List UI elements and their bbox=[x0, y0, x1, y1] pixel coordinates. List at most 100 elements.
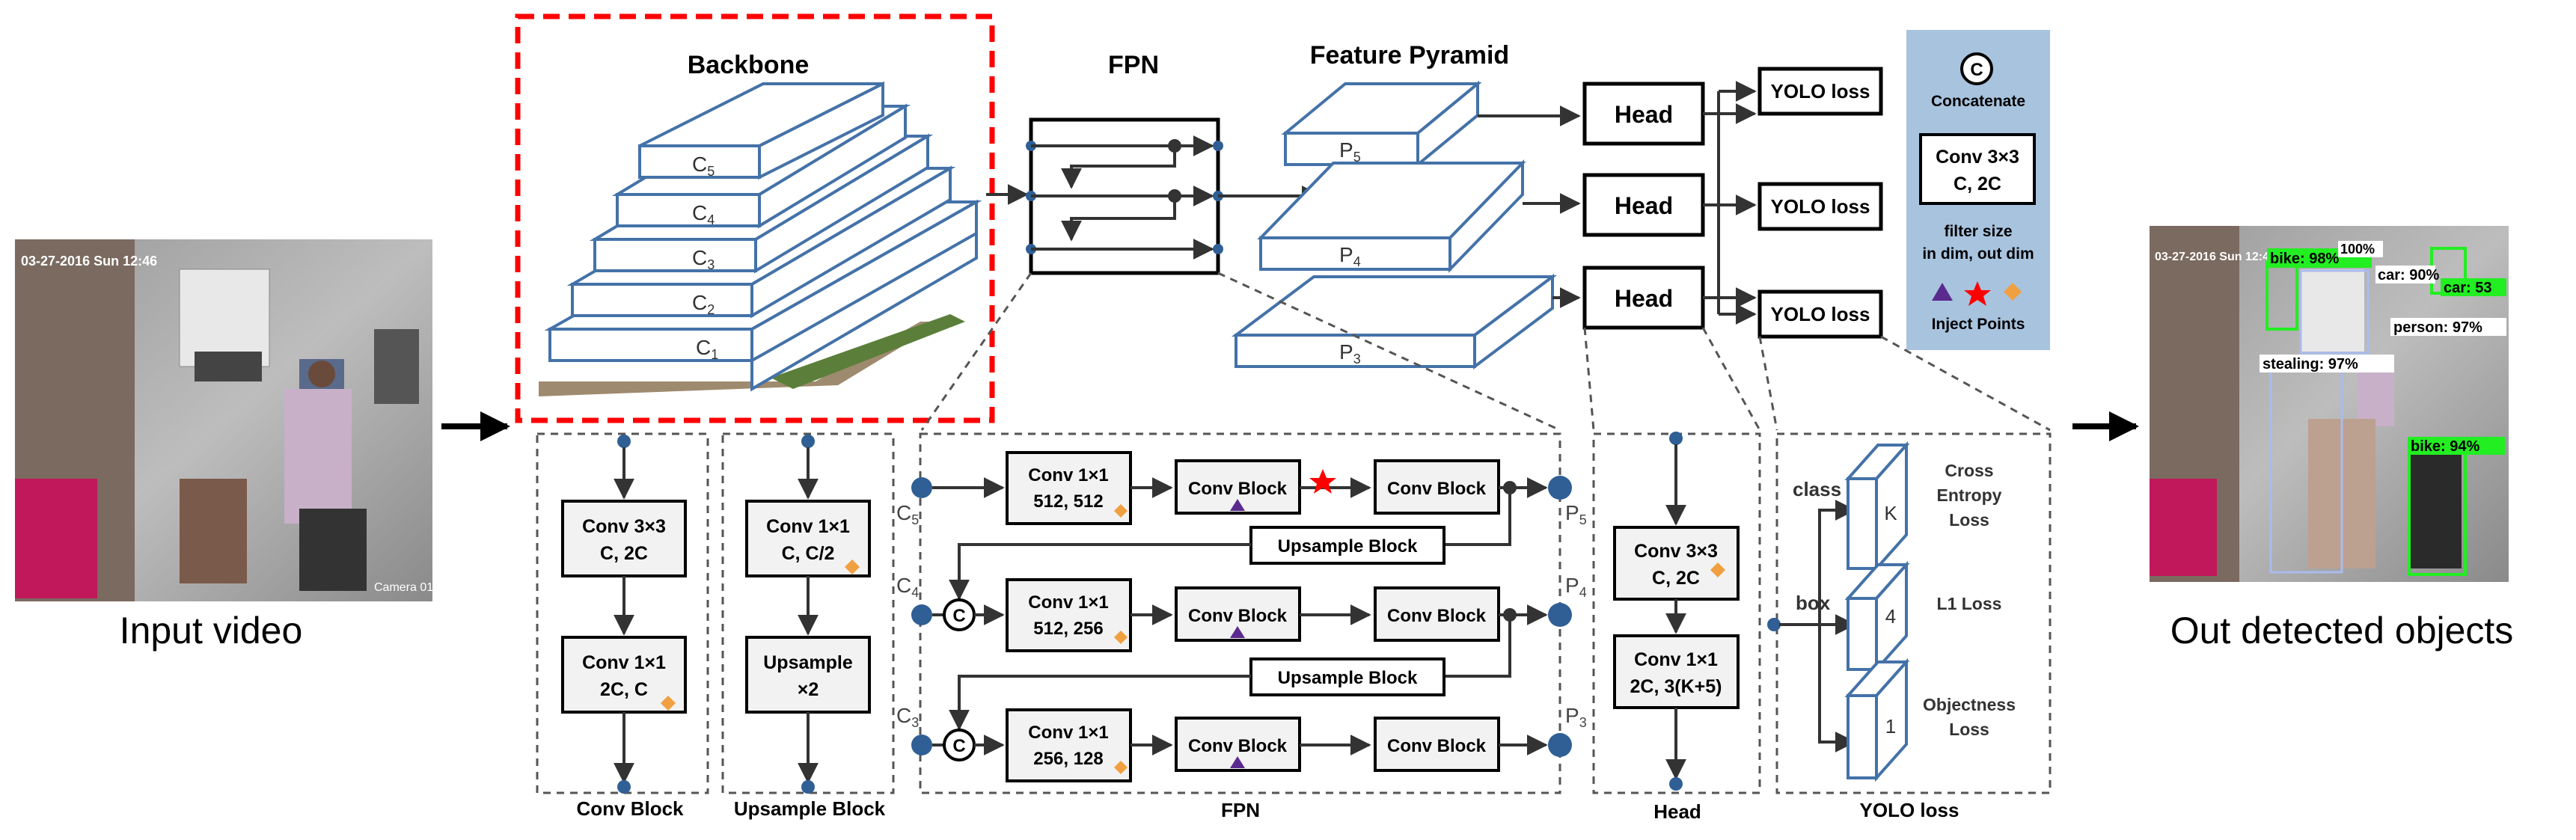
svg-text:Objectness: Objectness bbox=[1923, 695, 2016, 714]
svg-text:C, 2C: C, 2C bbox=[1652, 568, 1700, 589]
backbone-title: Backbone bbox=[688, 51, 810, 79]
svg-text:Inject Points: Inject Points bbox=[1932, 316, 2025, 333]
head-box-2: Head bbox=[1582, 173, 1705, 237]
det-car-2: car: 53 bbox=[2444, 280, 2492, 296]
legend-panel: C Concatenate Conv 3×3 C, 2C filter size… bbox=[1906, 30, 2050, 350]
output-timestamp: 03-27-2016 Sun 12:46 bbox=[2155, 251, 2276, 263]
zoom-connector-lines bbox=[920, 272, 2051, 432]
input-video-label: Input video bbox=[120, 610, 303, 652]
det-partial: 100% bbox=[2340, 242, 2375, 257]
svg-text:1: 1 bbox=[1885, 715, 1896, 738]
svg-text:Conv Block: Conv Block bbox=[1387, 736, 1487, 756]
input-camera-label: Camera 01 bbox=[374, 581, 433, 594]
svg-text:Conv 3×3: Conv 3×3 bbox=[582, 516, 666, 537]
svg-text:C5: C5 bbox=[896, 501, 919, 527]
yolo-loss-box-3: YOLO loss bbox=[1757, 289, 1883, 339]
det-stealing: stealing: 97% bbox=[2263, 356, 2358, 373]
svg-text:C: C bbox=[952, 736, 965, 756]
svg-text:C3: C3 bbox=[896, 704, 919, 730]
svg-text:Head: Head bbox=[1615, 285, 1673, 312]
fpn-detail: C5 C4 C3 P5 P4 P3 Conv 1×1 512, 512 Conv… bbox=[896, 432, 1587, 821]
svg-text:512, 512: 512, 512 bbox=[1033, 491, 1103, 512]
yolo-branch-lines bbox=[1717, 81, 1757, 325]
svg-text:YOLO loss: YOLO loss bbox=[1771, 80, 1870, 102]
svg-text:YOLO loss: YOLO loss bbox=[1771, 303, 1870, 325]
svg-text:2C, 3(K+5): 2C, 3(K+5) bbox=[1630, 676, 1722, 697]
svg-text:Entropy: Entropy bbox=[1937, 485, 2002, 505]
svg-text:Conv Block: Conv Block bbox=[1387, 606, 1487, 626]
svg-text:Upsample Block: Upsample Block bbox=[1278, 536, 1418, 557]
svg-text:Head: Head bbox=[1615, 192, 1673, 219]
det-bike-1: bike: 98% bbox=[2270, 251, 2339, 267]
svg-text:C5: C5 bbox=[692, 153, 715, 179]
svg-text:P4: P4 bbox=[1339, 243, 1361, 269]
pyramid-slab-p4: P4 bbox=[1257, 159, 1526, 273]
backbone-dashed-box bbox=[515, 13, 995, 423]
output-detection-frame: 03-27-2016 Sun 12:46 bike: 98% car: 90% … bbox=[2150, 226, 2509, 582]
svg-text:C, C/2: C, C/2 bbox=[782, 543, 835, 564]
svg-text:Conv 1×1: Conv 1×1 bbox=[1028, 465, 1108, 485]
svg-text:Conv Block: Conv Block bbox=[1188, 479, 1288, 499]
svg-text:Conv 3×3: Conv 3×3 bbox=[1936, 147, 2019, 168]
svg-text:×2: ×2 bbox=[798, 679, 819, 700]
feature-pyramid-title: Feature Pyramid bbox=[1310, 41, 1509, 70]
det-person: person: 97% bbox=[2393, 319, 2482, 336]
inject-star-icon bbox=[1964, 281, 1991, 306]
inject-diamond-icon bbox=[2004, 283, 2022, 301]
inject-triangle-icon bbox=[1932, 283, 1953, 301]
det-car-1: car: 90% bbox=[2378, 267, 2439, 283]
upsample-block-detail: Conv 1×1 C, C/2 Upsample ×2 Upsample Blo… bbox=[721, 432, 895, 820]
svg-text:Upsample Block: Upsample Block bbox=[1278, 668, 1418, 688]
svg-text:in dim, out dim: in dim, out dim bbox=[1922, 245, 2034, 263]
backbone-image-layer bbox=[539, 322, 943, 396]
pyramid-slab-p5: P5 bbox=[1281, 80, 1482, 168]
svg-text:512, 256: 512, 256 bbox=[1033, 619, 1103, 639]
head-box-1: Head bbox=[1582, 82, 1705, 146]
svg-text:Conv 1×1: Conv 1×1 bbox=[1028, 723, 1108, 743]
backbone-image-texture bbox=[771, 314, 965, 389]
svg-text:FPN: FPN bbox=[1221, 799, 1260, 821]
fpn-title: FPN bbox=[1108, 51, 1159, 79]
conv-block-detail: Conv 3×3 C, 2C Conv 1×1 2C, C Conv Block bbox=[536, 432, 709, 820]
input-video-frame: 03-27-2016 Sun 12:46 Camera 01 bbox=[15, 239, 433, 601]
svg-text:Loss: Loss bbox=[1949, 510, 1989, 530]
svg-text:Conv 1×1: Conv 1×1 bbox=[582, 652, 666, 673]
svg-text:C2: C2 bbox=[692, 291, 715, 317]
svg-text:Cross: Cross bbox=[1945, 461, 1993, 480]
fpn-mini-block bbox=[1026, 117, 1223, 275]
input-timestamp: 03-27-2016 Sun 12:46 bbox=[21, 254, 157, 269]
svg-text:C, 2C: C, 2C bbox=[600, 543, 648, 564]
output-objects-label: Out detected objects bbox=[2170, 610, 2514, 652]
svg-text:C4: C4 bbox=[896, 574, 919, 600]
svg-text:Conv Block: Conv Block bbox=[576, 797, 684, 820]
svg-text:Conv 1×1: Conv 1×1 bbox=[766, 516, 850, 537]
svg-text:P3: P3 bbox=[1339, 340, 1361, 367]
svg-text:Head: Head bbox=[1653, 800, 1701, 823]
backbone-slab-c5: C5 bbox=[638, 81, 884, 180]
svg-text:L1 Loss: L1 Loss bbox=[1937, 594, 2002, 613]
svg-text:C3: C3 bbox=[692, 246, 715, 272]
svg-text:Head: Head bbox=[1615, 101, 1673, 128]
svg-text:Upsample Block: Upsample Block bbox=[734, 797, 886, 820]
svg-text:4: 4 bbox=[1885, 605, 1896, 628]
svg-text:P3: P3 bbox=[1565, 704, 1587, 730]
svg-text:Conv Block: Conv Block bbox=[1387, 479, 1487, 499]
det-bike-2: bike: 94% bbox=[2411, 438, 2479, 455]
svg-text:Loss: Loss bbox=[1949, 720, 1989, 739]
svg-text:Conv Block: Conv Block bbox=[1188, 736, 1288, 756]
svg-text:Conv 1×1: Conv 1×1 bbox=[1028, 592, 1108, 613]
svg-text:C4: C4 bbox=[692, 201, 715, 227]
svg-text:P4: P4 bbox=[1565, 574, 1587, 600]
svg-text:class: class bbox=[1793, 478, 1841, 500]
svg-text:C: C bbox=[1970, 60, 1983, 80]
svg-text:Conv 1×1: Conv 1×1 bbox=[1634, 649, 1718, 670]
svg-text:box: box bbox=[1796, 592, 1831, 614]
svg-text:YOLO loss: YOLO loss bbox=[1860, 799, 1959, 821]
yolo-loss-box-2: YOLO loss bbox=[1757, 182, 1883, 231]
svg-text:C, 2C: C, 2C bbox=[1954, 174, 2001, 194]
svg-text:filter size: filter size bbox=[1944, 223, 2012, 240]
svg-text:2C, C: 2C, C bbox=[600, 679, 648, 700]
svg-text:YOLO loss: YOLO loss bbox=[1771, 195, 1870, 218]
svg-text:P5: P5 bbox=[1339, 138, 1361, 165]
